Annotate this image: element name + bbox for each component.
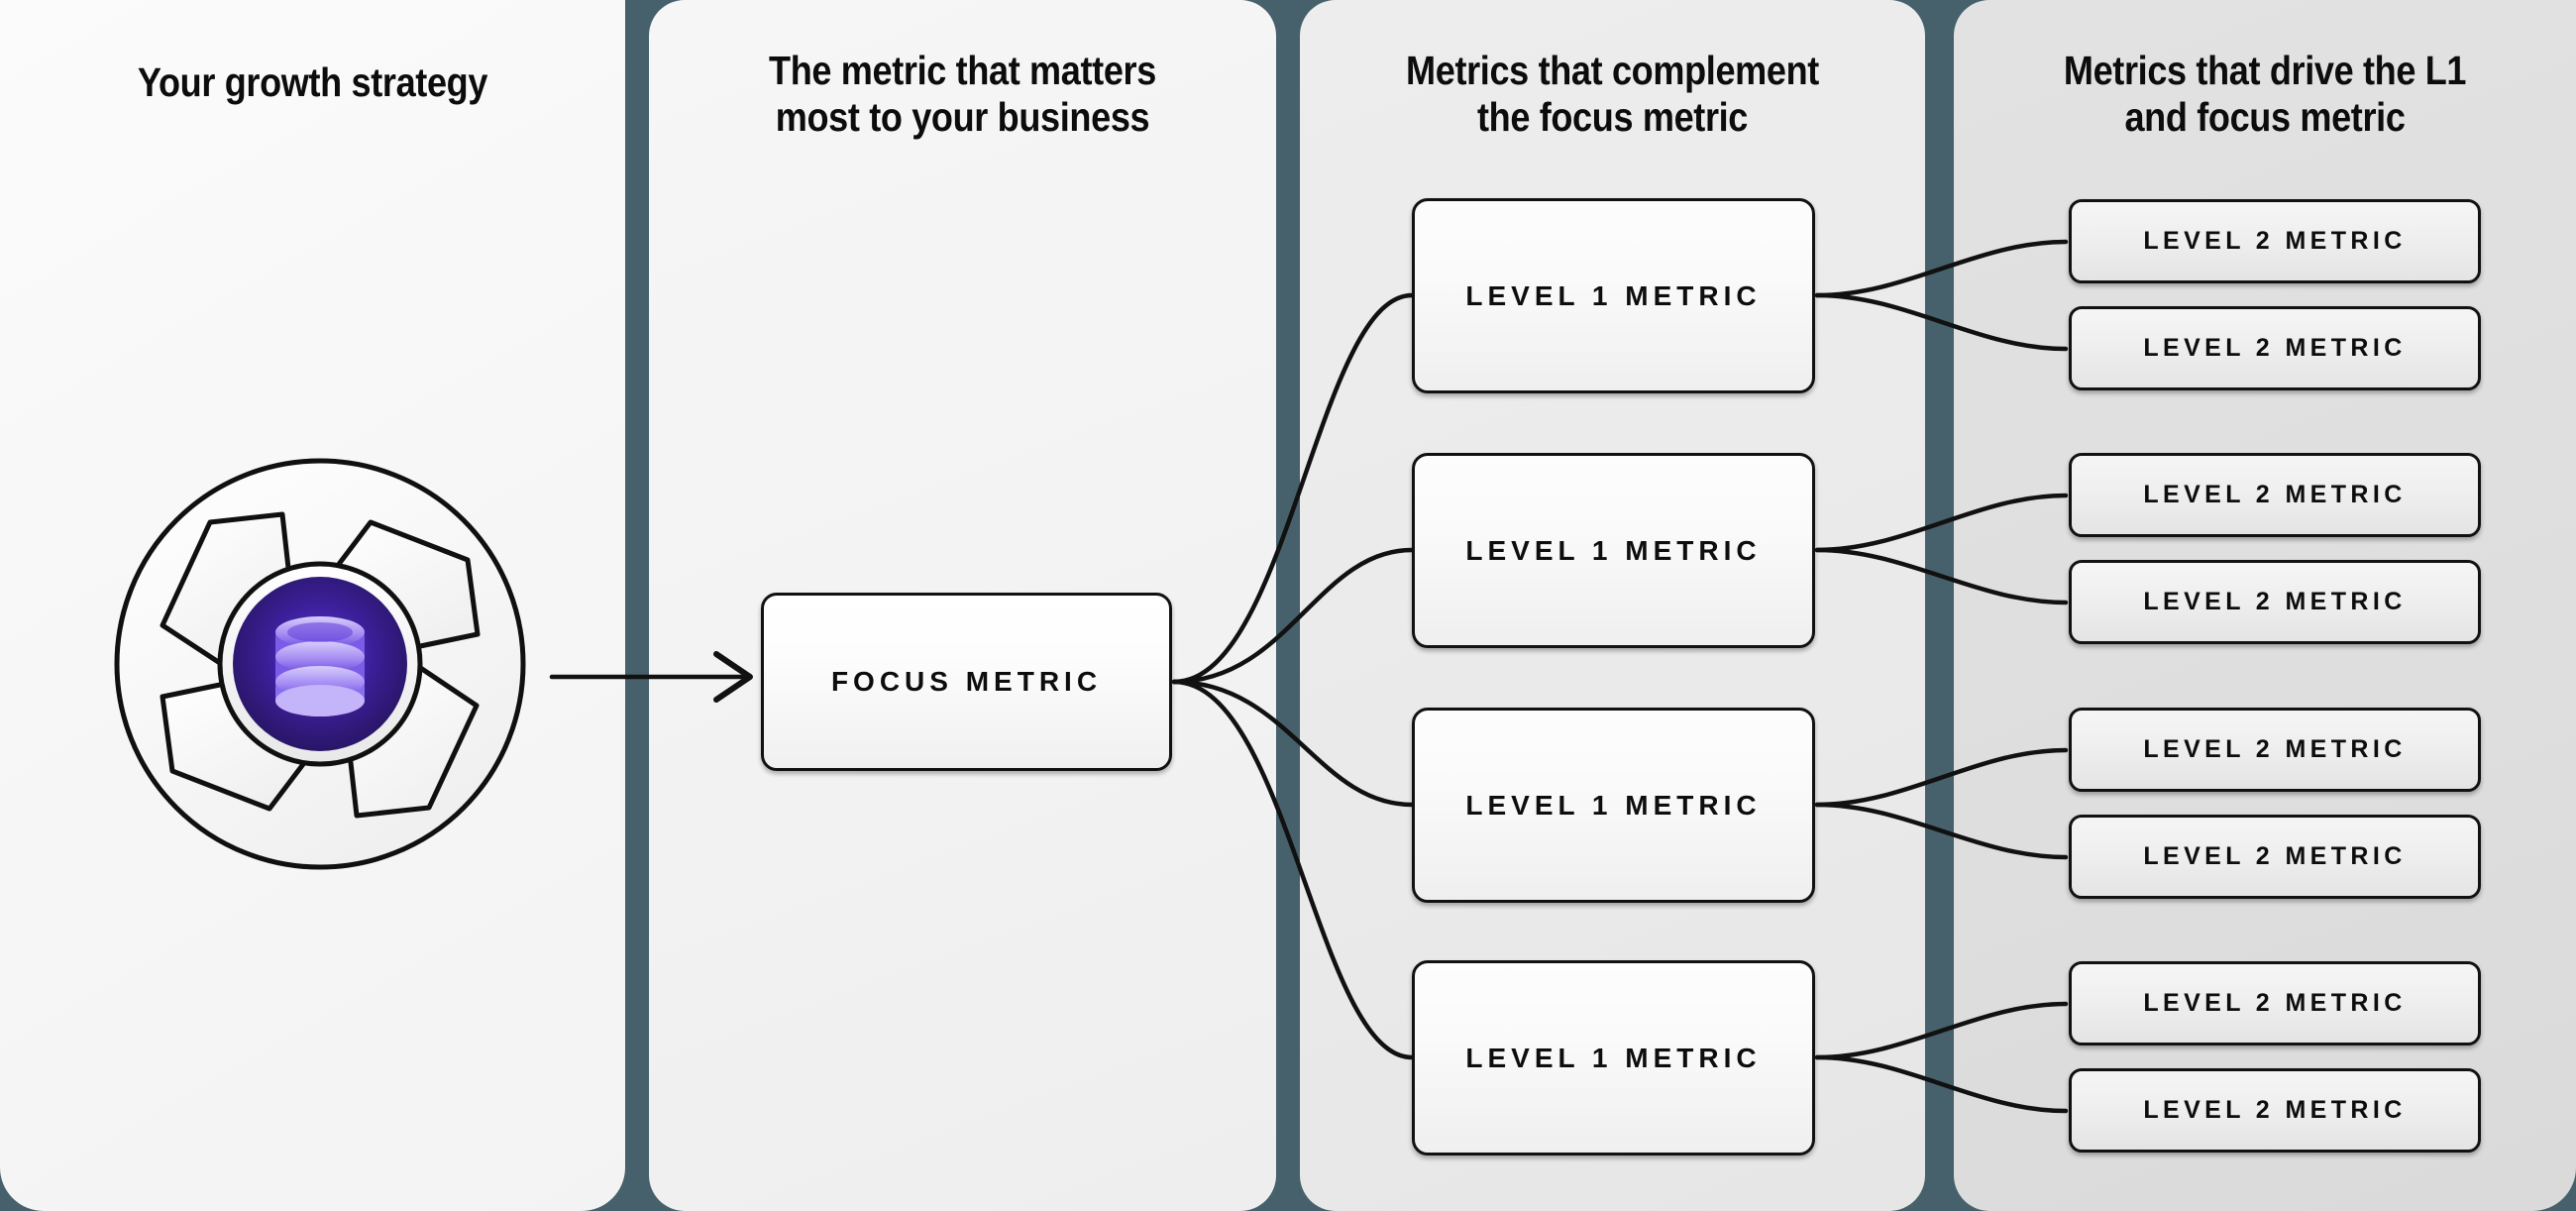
- level1-metric-box[interactable]: LEVEL 1 METRIC: [1412, 960, 1815, 1156]
- level2-metric-label: LEVEL 2 METRIC: [2143, 227, 2407, 255]
- level2-metric-label: LEVEL 2 METRIC: [2143, 989, 2407, 1017]
- level2-metric-box[interactable]: LEVEL 2 METRIC: [2069, 560, 2481, 644]
- column-heading-level2: Metrics that drive the L1 and focus metr…: [1991, 48, 2539, 141]
- heading-line: most to your business: [775, 94, 1150, 141]
- level2-metric-box[interactable]: LEVEL 2 METRIC: [2069, 815, 2481, 899]
- heading-line: The metric that matters: [769, 48, 1156, 93]
- heading-line: Metrics that drive the L1: [2063, 48, 2467, 93]
- level2-metric-label: LEVEL 2 METRIC: [2143, 588, 2407, 615]
- level2-metric-label: LEVEL 2 METRIC: [2143, 842, 2407, 870]
- level2-metric-box[interactable]: LEVEL 2 METRIC: [2069, 1068, 2481, 1153]
- level2-metric-label: LEVEL 2 METRIC: [2143, 1096, 2407, 1124]
- level1-metric-box[interactable]: LEVEL 1 METRIC: [1412, 198, 1815, 393]
- level1-metric-label: LEVEL 1 METRIC: [1465, 279, 1762, 311]
- heading-line: Your growth strategy: [137, 59, 488, 105]
- heading-line: the focus metric: [1476, 94, 1749, 141]
- focus-metric-box[interactable]: FOCUS METRIC: [761, 593, 1172, 771]
- level2-metric-box[interactable]: LEVEL 2 METRIC: [2069, 453, 2481, 537]
- column-heading-focus-metric: The metric that matters most to your bus…: [687, 48, 1238, 141]
- database-stack-icon: [275, 616, 365, 716]
- level1-metric-box[interactable]: LEVEL 1 METRIC: [1412, 708, 1815, 903]
- column-heading-growth-strategy: Your growth strategy: [38, 59, 588, 106]
- level1-metric-label: LEVEL 1 METRIC: [1465, 789, 1762, 821]
- level1-metric-label: LEVEL 1 METRIC: [1465, 534, 1762, 566]
- level2-metric-box[interactable]: LEVEL 2 METRIC: [2069, 199, 2481, 283]
- heading-line: and focus metric: [2124, 94, 2406, 141]
- level1-metric-box[interactable]: LEVEL 1 METRIC: [1412, 453, 1815, 648]
- level2-metric-label: LEVEL 2 METRIC: [2143, 481, 2407, 508]
- level2-metric-box[interactable]: LEVEL 2 METRIC: [2069, 306, 2481, 390]
- level2-metric-box[interactable]: LEVEL 2 METRIC: [2069, 708, 2481, 792]
- level2-metric-label: LEVEL 2 METRIC: [2143, 735, 2407, 763]
- heading-line: Metrics that complement: [1406, 48, 1819, 93]
- level1-metric-label: LEVEL 1 METRIC: [1465, 1042, 1762, 1073]
- database-aperture-logo: [87, 431, 553, 897]
- level2-metric-box[interactable]: LEVEL 2 METRIC: [2069, 961, 2481, 1046]
- level2-metric-label: LEVEL 2 METRIC: [2143, 334, 2407, 362]
- focus-metric-label: FOCUS METRIC: [830, 666, 1103, 697]
- column-heading-level1: Metrics that complement the focus metric: [1338, 48, 1887, 141]
